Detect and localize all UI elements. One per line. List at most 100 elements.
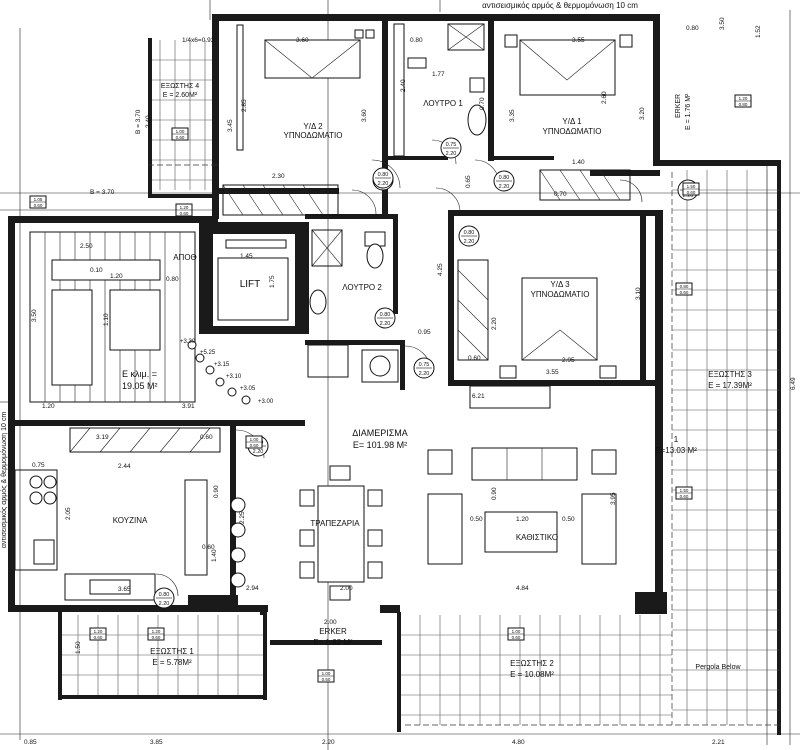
door-height: 2.20 [378,181,389,187]
bed-3-type: ΥΠΝΟΔΩΜΑΤΙΟ [530,290,589,299]
dim: 2.25 [239,511,246,524]
dim: 0.75 [32,462,45,469]
dim: 3.35 [509,109,516,122]
window-tag: 1.000.60 [171,127,189,141]
dim: 0.60 [202,544,215,551]
veranda-2-area: Ε = 10.08Μ² [510,670,554,679]
dim: 0.60 [468,355,481,362]
erker-bottom-label: ERKER [319,627,347,636]
erker-bottom-area: Ε= 1.82 Μ² [313,638,353,647]
storage-label: ΑΠΟΘ [173,253,197,262]
dim: 1.52 [755,25,762,38]
dim: 3.55 [572,37,585,44]
dim: 3.20 [639,107,646,120]
veranda-3-area: Ε = 17.39Μ² [708,381,752,390]
bed-3 [457,259,617,409]
window-tag: 1.200.60 [147,627,165,641]
veranda-4-label: ΕΞΩΣΤΗΣ 4 [161,83,199,90]
window-tag: 1.000.60 [317,669,335,683]
living-furniture [427,447,617,565]
step-level: +3.15 [214,362,230,368]
header-note: αντισεισμικός αρμός & θερμομόνωση 10 cm [482,1,638,10]
veranda-tiles [62,40,780,725]
step-level: +3.00 [258,399,274,405]
window-tag: 0.800.60 [675,282,693,296]
dim: 3.60 [361,109,368,122]
dim: 0.10 [90,267,103,274]
door-height: 2.20 [380,321,391,327]
dim: 1.75 [269,275,276,288]
bed-3-label: Υ/Δ 3 [550,280,570,289]
door-tag: 0.75 2.20 [440,137,462,159]
door-width: 0.75 [446,142,457,148]
door-height: 2.20 [253,449,264,455]
door-width: 0.80 [378,172,389,178]
dim: 2.20 [322,739,335,746]
veranda-4-area: Ε = 2.60Μ² [163,92,198,99]
dim: 1.20 [516,516,529,523]
dim: 2.30 [272,173,285,180]
dim: 2.85 [241,99,248,112]
door-tag: 0.752.20 [413,357,435,379]
walls [8,14,781,735]
step-level: +3.05 [240,386,256,392]
stair-area-value: 19.05 Μ² [122,381,158,391]
window-size: 0.60 [680,290,689,295]
door-width: 0.80 [380,312,391,318]
window-tag: 1.200.80 [734,94,752,108]
window-size: 1.20 [94,629,103,634]
window-tag: 1.200.60 [175,203,193,217]
bed-2 [222,24,375,216]
window-size: 1.20 [739,96,748,101]
erker-top-area: Ε = 1.76 Μ² [685,93,692,130]
dim: 0.60 [200,434,213,441]
dim: 2.05 [65,507,72,520]
window-tag: 1.000.60 [507,627,525,641]
erker-top-label: ERKER [675,94,682,118]
dim: 2.94 [246,585,259,592]
dim: 4.25 [437,263,444,276]
dim: B = 3.70 [90,189,115,196]
dim: 3.60 [296,37,309,44]
living-label: ΚΑΘΙΣΤΙΚΟ [516,533,558,542]
bath-1-fixtures [393,23,487,157]
dim: 1.40 [572,159,585,166]
dim: 3.45 [227,119,234,132]
dim: 0.65 [465,175,472,188]
door-width: 0.80 [159,592,170,598]
door-height: 2.20 [464,239,475,245]
dim: 2.95 [562,357,575,364]
dim: 4.80 [512,739,525,746]
door-height: 2.20 [446,151,457,157]
dim: 2.00 [324,619,337,626]
dim: B = 3.70 [135,109,142,134]
kitchen-fixtures [14,427,246,601]
apartment-label: ΔΙΑΜΕΡΙΣΜΑ [352,428,408,438]
window-tag: 1.200.60 [89,627,107,641]
dim: 4.84 [516,585,529,592]
dim: 1.45 [240,253,253,260]
dim: 0.70 [554,191,567,198]
dim: 1.10 [103,313,110,326]
door-height: 2.20 [499,184,510,190]
window-size: 1.00 [250,437,259,442]
window-size: 0.60 [250,443,259,448]
window-size: 1.50 [687,184,696,189]
window-size: 0.60 [94,635,103,640]
dim: 2.44 [118,463,131,470]
railings [148,164,780,726]
dining-table [299,465,383,601]
dim: 6.21 [472,393,485,400]
stair-area-label: Ε κλιμ. = [122,369,157,379]
window-tag: 1.500.60 [682,182,700,196]
bed-2-label: Υ/Δ 2 [303,122,323,131]
bed-1-label: Υ/Δ 1 [562,117,582,126]
veranda-3b-area: Ε=13.03 Μ² [655,446,697,455]
veranda-2-label: ΕΞΩΣΤΗΣ 2 [510,659,554,668]
apartment-area: Ε= 101.98 Μ² [353,440,407,450]
window-size: 0.60 [152,635,161,640]
window-size: 1.20 [152,629,161,634]
dim: 2.21 [712,739,725,746]
window-tag: 1.500.60 [675,486,693,500]
dim: 3.65 [118,586,131,593]
